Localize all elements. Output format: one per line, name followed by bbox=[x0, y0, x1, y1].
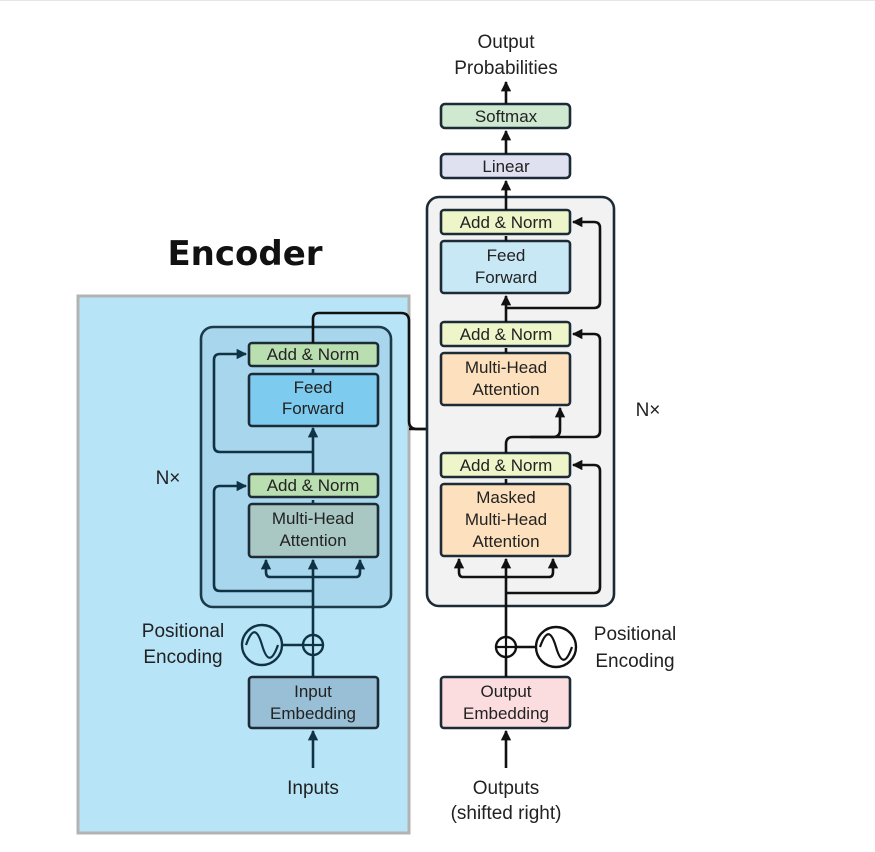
decoder-output-probabilities-label-2: Probabilities bbox=[454, 58, 558, 79]
decoder-feed-forward-label-2: Forward bbox=[475, 268, 537, 287]
decoder-add-norm-bottom: Add & Norm bbox=[439, 451, 572, 479]
encoder-feed-forward: Feed Forward bbox=[247, 372, 380, 428]
decoder-embedding-label-2: Embedding bbox=[463, 704, 549, 723]
encoder-positional-label-2: Encoding bbox=[143, 647, 222, 668]
encoder-feed-forward-label-2: Forward bbox=[282, 399, 344, 418]
decoder-add-icon bbox=[494, 635, 518, 659]
decoder-linear-label: Linear bbox=[482, 157, 530, 176]
decoder-add-norm-mid: Add & Norm bbox=[439, 320, 572, 348]
decoder-softmax: Softmax bbox=[439, 102, 572, 130]
decoder-add-norm-top: Add & Norm bbox=[439, 208, 572, 236]
encoder-multi-head-attention: Multi-Head Attention bbox=[247, 502, 380, 559]
decoder-output-probabilities-label-1: Output bbox=[477, 32, 535, 53]
decoder-embedding-label-1: Output bbox=[480, 682, 531, 701]
encoder-nx-label: N× bbox=[156, 468, 181, 489]
decoder-add-norm-bottom-label: Add & Norm bbox=[460, 456, 553, 475]
decoder-masked-label-3: Attention bbox=[472, 532, 539, 551]
encoder-positional-label-1: Positional bbox=[142, 621, 224, 642]
encoder-positional-encoding-icon bbox=[240, 623, 302, 667]
encoder-inputs-label: Inputs bbox=[287, 778, 339, 799]
encoder-add-icon bbox=[301, 633, 325, 657]
encoder-add-norm-bottom-label: Add & Norm bbox=[267, 476, 360, 495]
encoder-add-norm-top: Add & Norm bbox=[247, 341, 380, 368]
decoder-outputs-label-2: (shifted right) bbox=[451, 803, 562, 824]
decoder-connections bbox=[453, 80, 602, 768]
encoder-attention-label-2: Attention bbox=[279, 531, 346, 550]
decoder-feed-forward-label-1: Feed bbox=[487, 246, 526, 265]
decoder-positional-label-2: Encoding bbox=[595, 651, 674, 672]
decoder-positional-label-1: Positional bbox=[594, 624, 676, 645]
decoder-outputs-label-1: Outputs bbox=[473, 778, 540, 799]
decoder-multi-head-attention: Multi-Head Attention bbox=[439, 351, 572, 407]
decoder-masked-label-1: Masked bbox=[476, 488, 536, 507]
encoder-feed-forward-label-1: Feed bbox=[294, 378, 333, 397]
encoder-stack bbox=[199, 325, 393, 609]
decoder-positional-encoding-icon bbox=[516, 625, 578, 669]
decoder-attention-label-2: Attention bbox=[472, 380, 539, 399]
encoder-title: Encoder bbox=[167, 234, 322, 274]
encoder-input-embedding: Input Embedding bbox=[247, 675, 380, 730]
decoder-output-embedding: Output Embedding bbox=[439, 675, 572, 730]
decoder-feed-forward: Feed Forward bbox=[439, 239, 572, 295]
encoder-add-norm-top-label: Add & Norm bbox=[267, 345, 360, 364]
encoder-add-norm-bottom: Add & Norm bbox=[247, 472, 380, 499]
decoder-nx-label: N× bbox=[636, 400, 661, 421]
encoder-embedding-label-2: Embedding bbox=[270, 704, 356, 723]
encoder-embedding-label-1: Input bbox=[294, 682, 332, 701]
decoder-add-norm-mid-label: Add & Norm bbox=[460, 325, 553, 344]
decoder-attention-label-1: Multi-Head bbox=[465, 358, 547, 377]
decoder-softmax-label: Softmax bbox=[475, 107, 538, 126]
decoder-masked-multi-head-attention: Masked Multi-Head Attention bbox=[439, 482, 572, 558]
decoder-masked-label-2: Multi-Head bbox=[465, 510, 547, 529]
decoder-linear: Linear bbox=[439, 152, 572, 180]
decoder-add-norm-top-label: Add & Norm bbox=[460, 213, 553, 232]
encoder-attention-label-1: Multi-Head bbox=[272, 509, 354, 528]
